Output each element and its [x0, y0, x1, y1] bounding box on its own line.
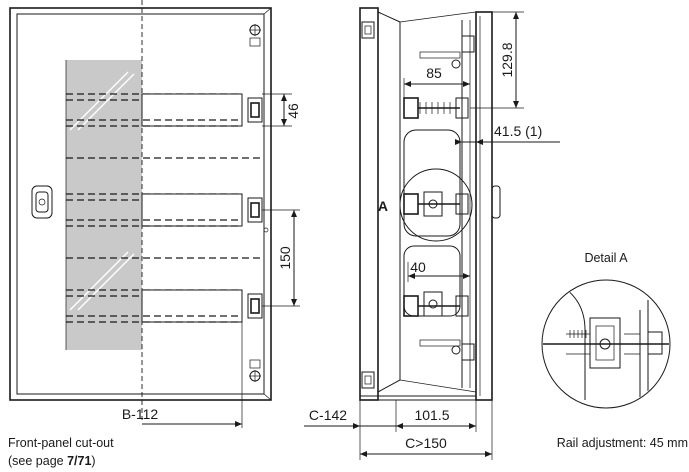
detail-a-marker: A [378, 198, 388, 214]
dim-129-8: 129.8 [470, 11, 524, 109]
detail-a-view: Detail A Rail adjustment: 45 mm [541, 251, 688, 450]
detail-a-caption: Rail adjustment: 45 mm [557, 436, 688, 450]
rail-row-1 [66, 93, 263, 127]
rail-adjuster-1 [403, 97, 469, 119]
dim-c142-label: C-142 [309, 407, 347, 423]
dim-101-5-label: 101.5 [414, 407, 449, 423]
detail-a-circle [399, 168, 473, 242]
dim-150: 150 [262, 209, 300, 307]
front-view: 46 150 B-112 Front-panel cut-out (see pa… [8, 0, 301, 468]
dim-85: 85 [403, 65, 470, 98]
front-caption-line1: Front-panel cut-out [8, 436, 114, 450]
detail-a-title: Detail A [584, 251, 628, 265]
dim-150-label: 150 [277, 246, 293, 270]
dim-b112-label: B-112 [122, 406, 159, 422]
dim-129-8-label: 129.8 [499, 42, 515, 77]
dim-c150-label: C>150 [405, 435, 447, 451]
dim-c142: C-142 [304, 400, 403, 460]
dim-101-5: 101.5 [396, 400, 477, 432]
dim-b112: B-112 [122, 322, 243, 428]
dim-c150: C>150 [360, 400, 493, 460]
dim-41-5: 41.5 (1) [455, 123, 560, 145]
front-screw-bottom [249, 359, 261, 382]
dim-40: 40 [407, 259, 470, 282]
side-front-door [475, 11, 493, 401]
side-back-plate [359, 7, 379, 401]
dim-46: 46 [262, 93, 301, 127]
dim-41-5-label: 41.5 (1) [494, 123, 542, 139]
rail-adjuster-2 [403, 191, 469, 217]
side-hinge-top [419, 35, 475, 69]
rail-row-3 [66, 289, 263, 323]
rail-adjuster-3 [403, 291, 469, 317]
front-enclosure-outline [9, 7, 272, 401]
dim-85-label: 85 [426, 65, 442, 81]
side-hinge-bottom [419, 339, 475, 361]
rail-row-2 [66, 193, 269, 233]
front-caption-line2: (see page 7/71) [8, 454, 96, 468]
dim-46-label: 46 [285, 103, 301, 119]
detail-a-enlarged-circle [541, 279, 671, 409]
front-screw-top [249, 24, 261, 47]
side-view: A 129.8 85 41.5 (1) [304, 7, 560, 460]
door-lock-icon [31, 185, 53, 219]
dim-40-label: 40 [410, 259, 426, 275]
